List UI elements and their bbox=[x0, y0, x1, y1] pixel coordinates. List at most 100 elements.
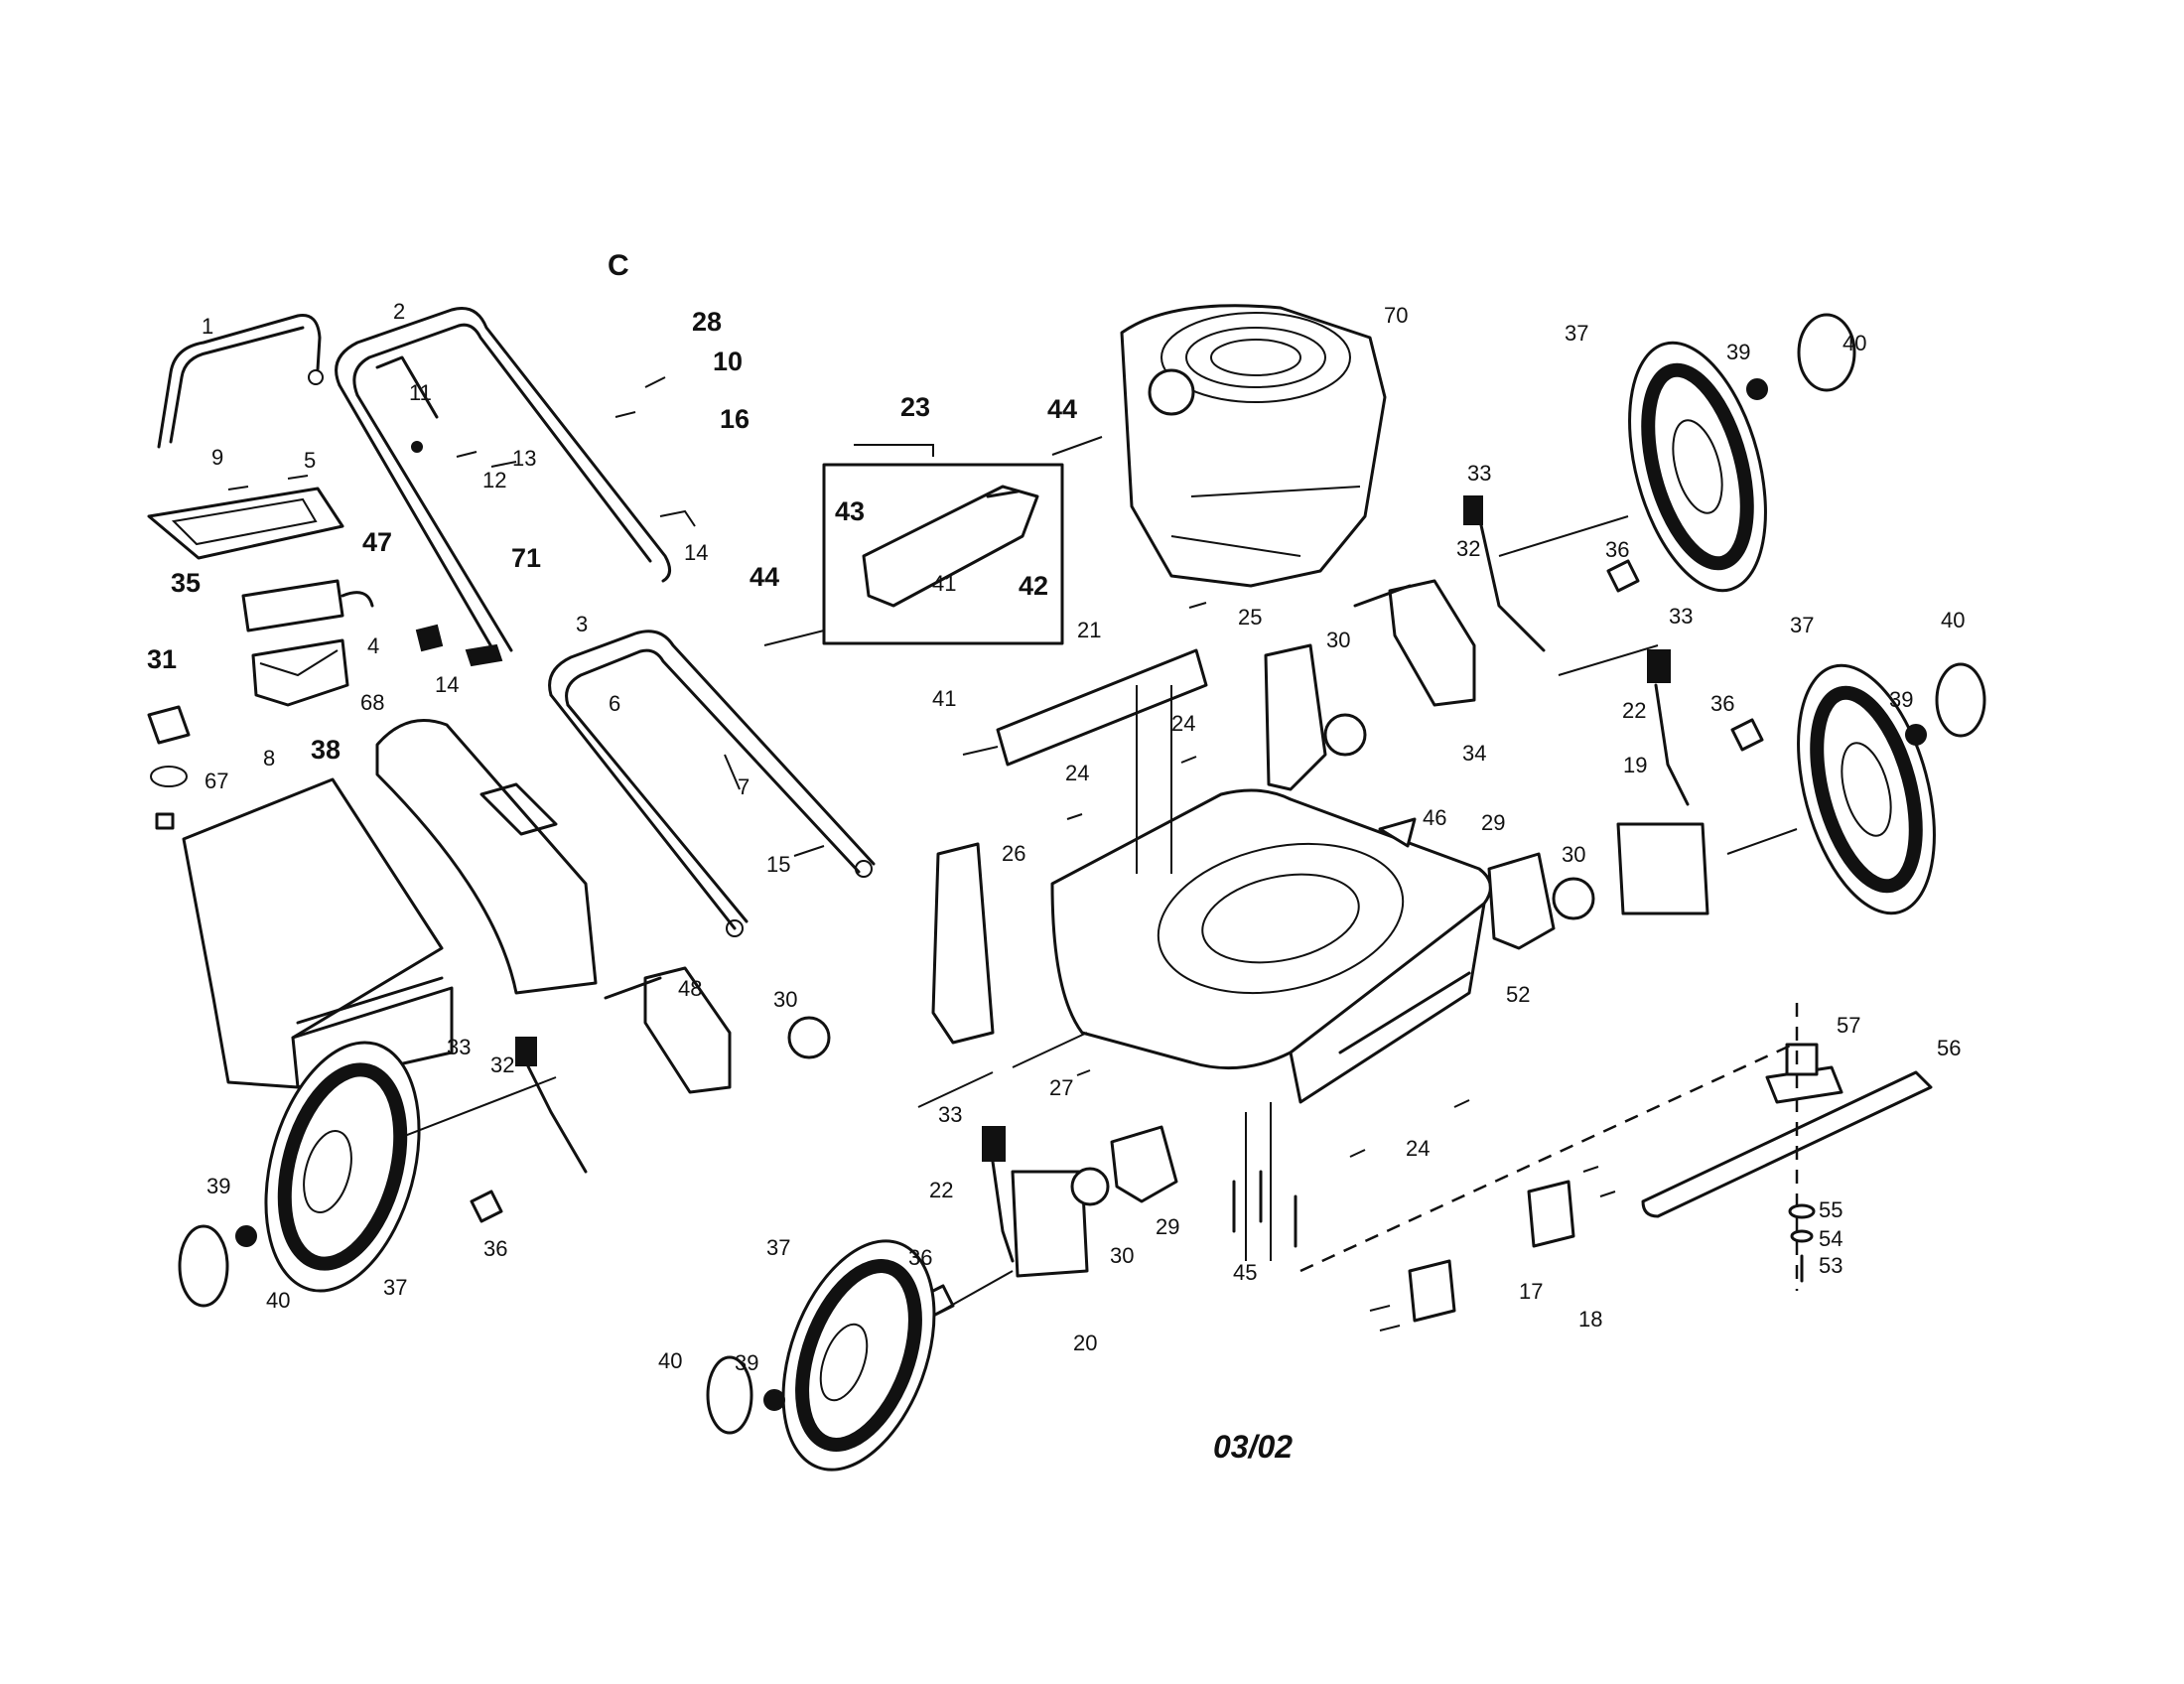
callout-part-27: 27 bbox=[1049, 1075, 1073, 1100]
parts-illustration bbox=[147, 304, 1986, 1472]
callout-part-30: 30 bbox=[773, 987, 797, 1012]
part-38-control-cover bbox=[251, 638, 349, 707]
part-40-hub-cap bbox=[1797, 313, 1856, 392]
callout-part-37: 37 bbox=[383, 1275, 407, 1300]
callout-part-44: 44 bbox=[750, 562, 779, 592]
callout-part-1: 1 bbox=[202, 314, 213, 339]
part-19-axle-plate bbox=[1616, 822, 1709, 915]
part-29-bracket-right bbox=[1487, 852, 1556, 950]
callout-part-55: 55 bbox=[1819, 1197, 1843, 1222]
callout-part-40: 40 bbox=[1941, 608, 1965, 632]
part-68-bag-frame bbox=[375, 719, 598, 995]
callout-part-14: 14 bbox=[684, 540, 708, 565]
callout-part-40: 40 bbox=[266, 1288, 290, 1313]
callout-part-43: 43 bbox=[835, 496, 865, 526]
callout-part-46: 46 bbox=[1423, 805, 1446, 830]
callout-part-3: 3 bbox=[576, 612, 588, 636]
callout-part-30: 30 bbox=[1110, 1243, 1134, 1268]
part-37-wheel-front-left bbox=[781, 1239, 936, 1472]
callout-part-24: 24 bbox=[1171, 711, 1195, 736]
callout-part-30: 30 bbox=[1326, 628, 1350, 652]
callout-part-67: 67 bbox=[205, 769, 228, 793]
part-30-spacer bbox=[1323, 713, 1367, 757]
callout-part-24: 24 bbox=[1406, 1136, 1430, 1161]
callout-part-22: 22 bbox=[929, 1178, 953, 1202]
callout-part-4: 4 bbox=[367, 633, 379, 658]
callout-part-34: 34 bbox=[1462, 741, 1486, 766]
callout-part-19: 19 bbox=[1623, 753, 1647, 777]
callout-part-23: 23 bbox=[900, 392, 930, 422]
part-25-bracket bbox=[1264, 643, 1327, 791]
part-30-spacer bbox=[1070, 1167, 1110, 1206]
part-39-nut bbox=[1746, 378, 1768, 400]
callout-part-56: 56 bbox=[1937, 1036, 1961, 1060]
part-20-axle-plate bbox=[1011, 1170, 1089, 1278]
part-21-baffle bbox=[996, 648, 1208, 767]
callout-part-39: 39 bbox=[735, 1350, 758, 1375]
part-31-switch bbox=[147, 705, 191, 830]
part-45-bolts bbox=[1232, 1170, 1297, 1248]
part-22-lever-right bbox=[1647, 649, 1690, 806]
part-39-nut bbox=[1905, 724, 1927, 746]
part-17-bracket bbox=[1527, 1180, 1575, 1248]
callout-part-39: 39 bbox=[1726, 340, 1750, 364]
callout-part-68: 68 bbox=[360, 690, 384, 715]
callout-part-48: 48 bbox=[678, 976, 702, 1001]
part-37-wheel-rear-right bbox=[1628, 341, 1767, 593]
part-26-bracket bbox=[931, 842, 995, 1045]
assembly-alignment-lines bbox=[401, 515, 1799, 1317]
callout-part-71: 71 bbox=[511, 543, 541, 573]
callout-part-45: 45 bbox=[1233, 1260, 1257, 1285]
callout-part-8: 8 bbox=[263, 746, 275, 771]
callout-part-28: 28 bbox=[692, 307, 722, 337]
callout-part-17: 17 bbox=[1519, 1279, 1543, 1304]
part-56-blade bbox=[1641, 1070, 1933, 1218]
callout-part-9: 9 bbox=[211, 445, 223, 470]
callout-part-25: 25 bbox=[1238, 605, 1262, 630]
callout-part-21: 21 bbox=[1077, 618, 1101, 642]
callout-part-44: 44 bbox=[1047, 394, 1077, 424]
callout-part-37: 37 bbox=[1565, 321, 1588, 346]
callout-part-20: 20 bbox=[1073, 1331, 1097, 1355]
callout-part-36: 36 bbox=[483, 1236, 507, 1261]
callout-part-40: 40 bbox=[1843, 331, 1866, 355]
part-40-hub-cap bbox=[1935, 662, 1986, 738]
part-40-hub-cap bbox=[706, 1355, 753, 1435]
small-hardware bbox=[227, 376, 1616, 1332]
callout-part-14: 14 bbox=[435, 672, 459, 697]
callout-part-39: 39 bbox=[1889, 687, 1913, 712]
callout-part-33: 33 bbox=[1467, 461, 1491, 486]
callout-part-40: 40 bbox=[658, 1348, 682, 1373]
callout-labels: C 03/02 12345678910111213141415161718192… bbox=[147, 249, 1965, 1465]
callout-part-26: 26 bbox=[1002, 841, 1025, 866]
part-39-nut bbox=[235, 1225, 257, 1247]
part-30-spacer bbox=[787, 1016, 831, 1059]
callout-part-11: 11 bbox=[409, 380, 432, 405]
part-32-lever-left bbox=[515, 1037, 588, 1174]
part-29-bracket-front bbox=[1110, 1125, 1178, 1203]
callout-part-24: 24 bbox=[1065, 761, 1089, 785]
part-22-lever-front bbox=[982, 1126, 1015, 1263]
callout-part-70: 70 bbox=[1384, 303, 1408, 328]
callout-part-54: 54 bbox=[1819, 1226, 1843, 1251]
part-2-upper-handle bbox=[335, 307, 671, 657]
callout-part-13: 13 bbox=[512, 446, 536, 471]
part-5-control-panel bbox=[147, 487, 344, 560]
part-37-wheel-rear-left bbox=[264, 1041, 421, 1293]
part-number-callouts: 1234567891011121314141516171819202122222… bbox=[147, 299, 1965, 1375]
callout-part-39: 39 bbox=[206, 1174, 230, 1198]
callout-part-33: 33 bbox=[447, 1035, 471, 1059]
callout-part-47: 47 bbox=[362, 527, 392, 557]
part-48-axle-bracket bbox=[604, 966, 732, 1094]
callout-part-41: 41 bbox=[932, 571, 956, 596]
callout-part-38: 38 bbox=[311, 735, 341, 765]
callout-part-12: 12 bbox=[482, 468, 506, 492]
callout-part-37: 37 bbox=[1790, 613, 1814, 637]
part-1-bail bbox=[157, 313, 324, 449]
date-code: 03/02 bbox=[1213, 1429, 1293, 1465]
callout-part-36: 36 bbox=[1710, 691, 1734, 716]
part-54-washer bbox=[1790, 1229, 1814, 1243]
callout-part-2: 2 bbox=[393, 299, 405, 324]
callout-part-32: 32 bbox=[1456, 536, 1480, 561]
part-30-spacer bbox=[1552, 877, 1595, 920]
